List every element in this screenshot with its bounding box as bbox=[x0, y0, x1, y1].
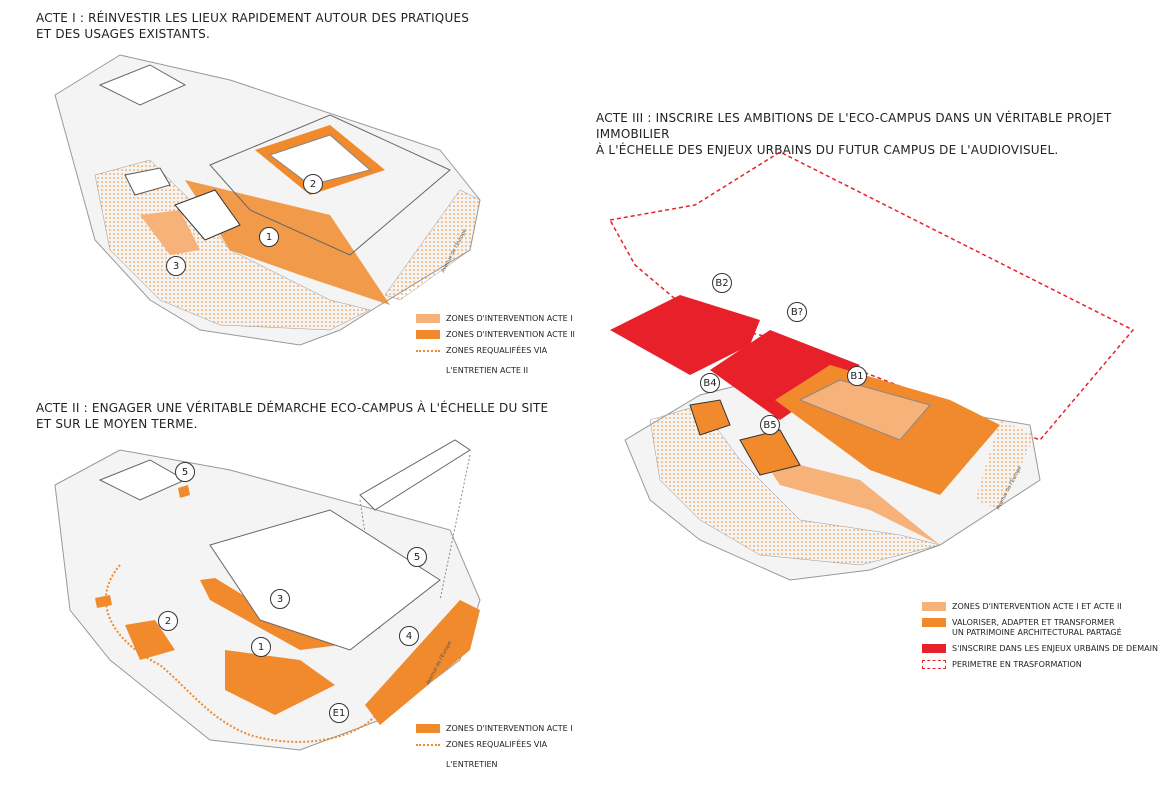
orange-swatch bbox=[922, 618, 946, 627]
acte3-title: ACTE III : INSCRIRE LES AMBITIONS DE L'E… bbox=[596, 111, 1112, 157]
acte1-marker-3: 3 bbox=[166, 256, 186, 276]
acte3-marker-b2: B2 bbox=[712, 273, 732, 293]
legend-item: ZONES D'INTERVENTION ACTE II bbox=[416, 330, 575, 340]
acte2-zone-5 bbox=[178, 485, 190, 498]
acte2-marker-e1: E1 bbox=[329, 703, 349, 723]
acte1-marker-1: 1 bbox=[259, 227, 279, 247]
legend-item: ZONES REQUALIFÉES VIA L'ENTRETIEN bbox=[416, 740, 573, 770]
acte1-requalified-zone bbox=[94, 159, 371, 331]
legend-item: ZONES D'INTERVENTION ACTE I bbox=[416, 724, 573, 734]
light-orange-swatch bbox=[416, 314, 440, 323]
acte2-tower bbox=[359, 439, 471, 511]
legend-label: VALORISER, ADAPTER ET TRANSFORMER bbox=[952, 618, 1115, 627]
dotted-line-swatch bbox=[416, 346, 440, 352]
acte1-legend: ZONES D'INTERVENTION ACTE I ZONES D'INTE… bbox=[416, 314, 575, 382]
legend-label: ZONES D'INTERVENTION ACTE II bbox=[446, 330, 575, 339]
acte3-marker-b1: B1 bbox=[847, 366, 867, 386]
legend-item: ZONES D'INTERVENTION ACTE I ET ACTE II bbox=[922, 602, 1158, 612]
legend-label: L'ENTRETIEN ACTE II bbox=[446, 366, 529, 375]
acte3-legend: ZONES D'INTERVENTION ACTE I ET ACTE II V… bbox=[922, 602, 1158, 676]
acte2-marker-3: 3 bbox=[270, 589, 290, 609]
dotted-line-swatch bbox=[416, 740, 440, 746]
legend-label: ZONES D'INTERVENTION ACTE I bbox=[446, 314, 573, 323]
acte2-marker-1: 1 bbox=[251, 637, 271, 657]
acte2-marker-5b: 5 bbox=[407, 547, 427, 567]
legend-label: UN PATRIMOINE ARCHITECTURAL PARTAGÉ bbox=[952, 628, 1122, 637]
acte1-zone-acte2 bbox=[185, 180, 390, 305]
acte3-marker-b4: B4 bbox=[700, 373, 720, 393]
legend-item: ZONES D'INTERVENTION ACTE I bbox=[416, 314, 575, 324]
dashed-red-swatch bbox=[922, 660, 946, 669]
acte2-marker-4: 4 bbox=[399, 626, 419, 646]
legend-label: PERIMETRE EN TRASFORMATION bbox=[952, 660, 1082, 669]
red-swatch bbox=[922, 644, 946, 653]
acte3-zone-red-b3 bbox=[710, 330, 860, 420]
legend-label: ZONES D'INTERVENTION ACTE I ET ACTE II bbox=[952, 602, 1122, 611]
acte2-zone-2 bbox=[125, 620, 175, 660]
legend-item: S'INSCRIRE DANS LES ENJEUX URBAINS DE DE… bbox=[922, 644, 1158, 654]
acte1-zone-acte1 bbox=[140, 210, 200, 255]
legend-item: PERIMETRE EN TRASFORMATION bbox=[922, 660, 1158, 670]
acte3-plan bbox=[608, 151, 1135, 581]
acte1-plan bbox=[54, 54, 481, 346]
acte1-marker-2: 2 bbox=[303, 174, 323, 194]
acte2-zone-4 bbox=[365, 600, 480, 725]
legend-item: ZONES REQUALIFÉES VIA L'ENTRETIEN ACTE II bbox=[416, 346, 575, 376]
acte2-plan bbox=[54, 439, 481, 751]
legend-label: ZONES D'INTERVENTION ACTE I bbox=[446, 724, 573, 733]
acte2-zone-1 bbox=[225, 650, 335, 715]
acte2-legend: ZONES D'INTERVENTION ACTE I ZONES REQUAL… bbox=[416, 724, 573, 776]
acte1-avenue-strip bbox=[384, 189, 481, 301]
acte3-marker-b-unknown: B? bbox=[787, 302, 807, 322]
acte2-marker-2: 2 bbox=[158, 611, 178, 631]
orange-swatch bbox=[416, 724, 440, 733]
legend-label: ZONES REQUALIFÉES VIA bbox=[446, 740, 548, 749]
light-orange-swatch bbox=[922, 602, 946, 611]
acte1-title: ACTE I : RÉINVESTIR LES LIEUX RAPIDEMENT… bbox=[36, 11, 470, 41]
acte2-marker-5: 5 bbox=[175, 462, 195, 482]
acte2-title: ACTE II : ENGAGER UNE VÉRITABLE DÉMARCHE… bbox=[36, 401, 549, 431]
orange-swatch bbox=[416, 330, 440, 339]
legend-label: S'INSCRIRE DANS LES ENJEUX URBAINS DE DE… bbox=[952, 644, 1158, 653]
acte3-perimeter bbox=[608, 151, 1135, 441]
acte3-zone-orange-b4 bbox=[689, 399, 731, 436]
legend-label: ZONES REQUALIFÉES VIA bbox=[446, 346, 548, 355]
acte3-zone-red-b2 bbox=[610, 295, 760, 375]
legend-label: L'ENTRETIEN bbox=[446, 760, 498, 769]
acte3-marker-b5: B5 bbox=[760, 415, 780, 435]
